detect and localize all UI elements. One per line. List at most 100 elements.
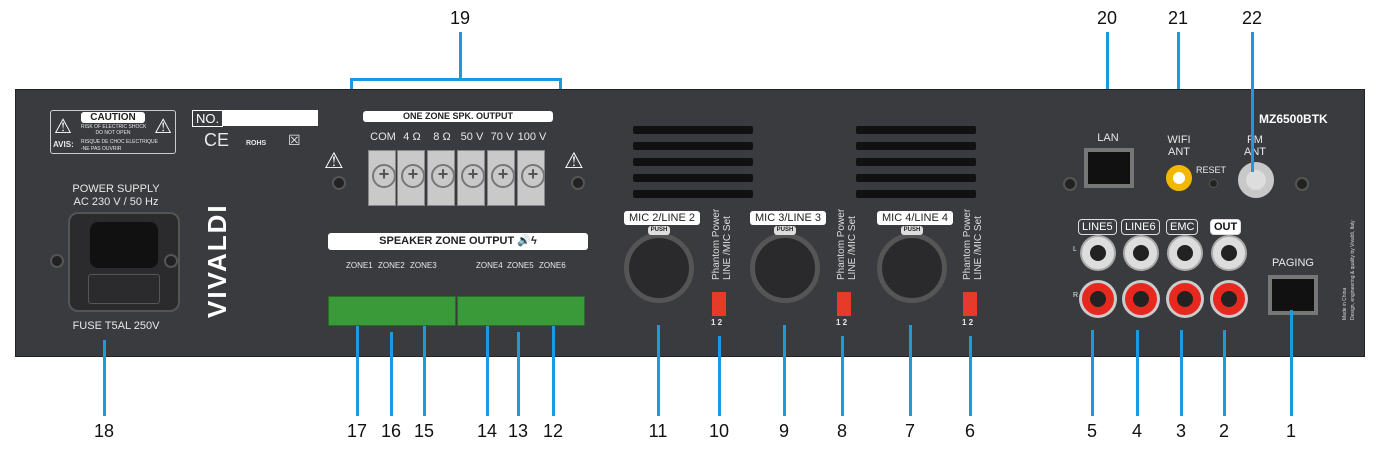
- push-tab[interactable]: PUSH: [648, 226, 670, 235]
- screw-icon: [332, 176, 346, 190]
- dip-switch-mic2[interactable]: [712, 292, 726, 316]
- screw-terminal-70v[interactable]: [487, 150, 515, 206]
- callout-number-4: 4: [1131, 421, 1143, 441]
- rohs-mark: ROHS: [246, 140, 267, 147]
- screw-terminal-com[interactable]: [368, 150, 396, 206]
- zone5-label: ZONE5: [507, 261, 534, 270]
- rca-out-l[interactable]: [1213, 237, 1245, 269]
- zone-terminal-block-4-6[interactable]: [457, 296, 585, 326]
- rca-line5-r[interactable]: [1082, 283, 1114, 315]
- callout-line-13: [517, 332, 520, 416]
- callout-number-17: 17: [346, 421, 368, 441]
- iec-power-inlet[interactable]: [68, 212, 180, 312]
- xlr-input-mic4[interactable]: [877, 233, 947, 303]
- callout-number-16: 16: [380, 421, 402, 441]
- fuse-holder[interactable]: [88, 274, 160, 304]
- rca-out-r[interactable]: [1213, 283, 1245, 315]
- callout-number-1: 1: [1285, 421, 1297, 441]
- screw-terminal-4ohm[interactable]: [397, 150, 425, 206]
- rca-emc-l[interactable]: [1169, 237, 1201, 269]
- l-label: L: [1073, 246, 1077, 253]
- callout-number-8: 8: [836, 421, 848, 441]
- xlr-input-mic2[interactable]: [624, 233, 694, 303]
- line6-label: LINE6: [1121, 219, 1160, 235]
- callout-number-5: 5: [1086, 421, 1098, 441]
- callout-number-15: 15: [413, 421, 435, 441]
- xlr-input-mic3[interactable]: [750, 233, 820, 303]
- mic2-label: MIC 2/LINE 2: [624, 211, 700, 225]
- reset-button[interactable]: [1209, 179, 1218, 188]
- power-supply-title: POWER SUPPLY: [72, 183, 160, 195]
- callout-line-22: [1251, 32, 1254, 172]
- speaker-zone-title-box: SPEAKER ZONE OUTPUT 🔊ϟ: [328, 233, 588, 250]
- zone4-label: ZONE4: [476, 261, 503, 270]
- rca-line6-r[interactable]: [1125, 283, 1157, 315]
- vent: [856, 190, 976, 198]
- screw-terminal-100v[interactable]: [517, 150, 545, 206]
- callout-number-13: 13: [507, 421, 529, 441]
- callout-line-3: [1180, 330, 1183, 416]
- avis-line1: RISQUE DE CHOC ELECTRIQUE: [81, 139, 158, 145]
- callout-number-12: 12: [542, 421, 564, 441]
- terminal-label-70v: 70 V: [490, 131, 514, 143]
- fm-ant-label: ANT: [1244, 146, 1266, 158]
- warning-shock-icon: ⚠: [564, 148, 584, 173]
- fm-label: FM: [1247, 134, 1263, 146]
- power-supply-spec: AC 230 V / 50 Hz: [73, 196, 159, 208]
- reset-label: RESET: [1196, 165, 1227, 175]
- one-zone-title: ONE ZONE SPK. OUTPUT: [363, 111, 553, 122]
- screw-icon: [50, 254, 64, 268]
- rca-line5-l[interactable]: [1082, 237, 1114, 269]
- rca-emc-r[interactable]: [1169, 283, 1201, 315]
- line-mic-set-label: LINE /MIC Set: [973, 216, 984, 280]
- terminal-label-4ohm: 4 Ω: [403, 131, 421, 143]
- serial-label: NO.: [192, 110, 224, 127]
- callout-line-4: [1136, 330, 1139, 416]
- callout-number-18: 18: [93, 421, 115, 441]
- wifi-ant-label: ANT: [1168, 146, 1190, 158]
- rear-panel: ⚠ ⚠ CAUTION RISK OF ELECTRIC SHOCK DO NO…: [15, 89, 1365, 357]
- lightning-icon: ϟ: [531, 235, 537, 247]
- vent: [633, 190, 753, 198]
- vent: [856, 126, 976, 134]
- push-tab[interactable]: PUSH: [901, 226, 923, 235]
- screw-icon: [1063, 177, 1077, 191]
- mic3-label: MIC 3/LINE 3: [750, 211, 826, 225]
- push-tab[interactable]: PUSH: [774, 226, 796, 235]
- zone2-label: ZONE2: [378, 261, 405, 270]
- vent: [856, 174, 976, 182]
- lan-label: LAN: [1097, 132, 1119, 144]
- screw-icon: [164, 254, 178, 268]
- wifi-antenna-connector[interactable]: [1166, 165, 1192, 191]
- vent: [856, 158, 976, 166]
- callout-line-14: [486, 326, 489, 416]
- rca-line6-l[interactable]: [1125, 237, 1157, 269]
- dip-switch-mic3[interactable]: [837, 292, 851, 316]
- mic4-label: MIC 4/LINE 4: [877, 211, 953, 225]
- screw-terminal-50v[interactable]: [457, 150, 485, 206]
- warning-shock-icon: ⚠: [54, 116, 72, 138]
- lan-port[interactable]: [1084, 148, 1134, 188]
- dip-switch-mic4[interactable]: [963, 292, 977, 316]
- dip-numbers: 1 2: [962, 318, 974, 327]
- warning-exclamation-icon: ⚠: [154, 116, 172, 138]
- callout-number-21: 21: [1167, 8, 1189, 28]
- fm-antenna-connector[interactable]: [1238, 162, 1274, 198]
- zone-terminal-block-1-3[interactable]: [328, 296, 456, 326]
- vent: [856, 142, 976, 150]
- callout-number-3: 3: [1175, 421, 1187, 441]
- callout-line-16: [390, 332, 393, 416]
- paging-port[interactable]: [1268, 275, 1318, 315]
- callout-line-18: [103, 340, 106, 416]
- callout-number-9: 9: [778, 421, 790, 441]
- callout-line-1: [1290, 310, 1293, 416]
- dip-numbers: 1 2: [711, 318, 723, 327]
- phantom-power-label: Phantom Power: [962, 208, 973, 280]
- dip-numbers: 1 2: [836, 318, 848, 327]
- fuse-spec: FUSE T5AL 250V: [72, 320, 160, 332]
- callout-number-10: 10: [708, 421, 730, 441]
- screw-terminal-8ohm[interactable]: [427, 150, 455, 206]
- callout-number-6: 6: [964, 421, 976, 441]
- design-text: Design, engineering & quality by Vivaldi…: [1350, 220, 1356, 320]
- screw-icon: [1295, 177, 1309, 191]
